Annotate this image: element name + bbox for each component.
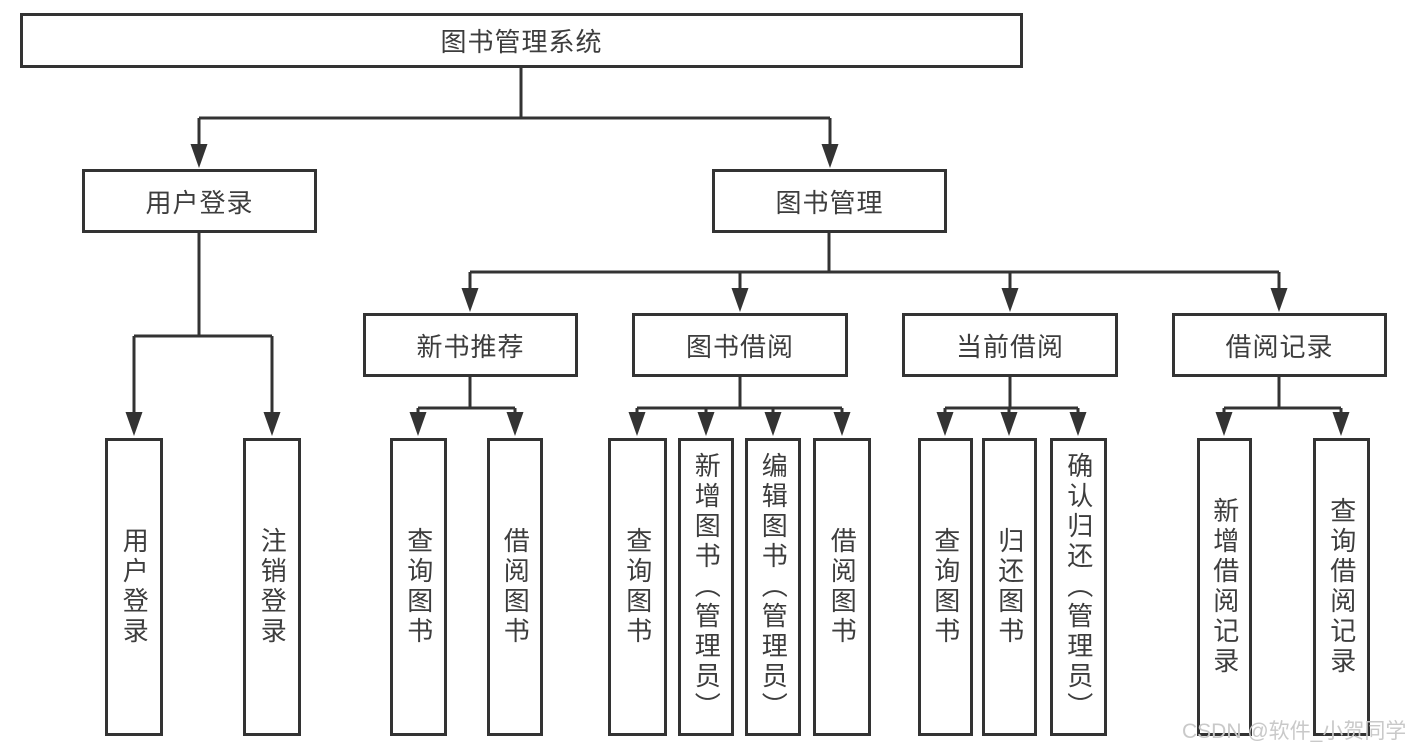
node-label: 查询图书 <box>403 527 434 647</box>
arrowhead <box>1270 288 1288 312</box>
node-label: 当前借阅 <box>955 331 1064 362</box>
node-label: 借阅图书 <box>500 527 531 647</box>
node-label: 确认归还（管理员） <box>1063 452 1094 722</box>
node-label: 用户登录 <box>119 527 150 647</box>
node-label: 图书借阅 <box>685 331 794 362</box>
node-current-borrowing: 当前借阅 <box>902 313 1118 377</box>
arrowhead <box>628 412 646 436</box>
leaf-return-books: 归还图书 <box>982 438 1037 736</box>
arrowhead <box>461 288 479 312</box>
leaf-add-book-admin: 新增图书（管理员） <box>678 438 734 736</box>
connector-rec-to-leaves <box>416 377 517 418</box>
arrowhead <box>263 412 281 436</box>
connector-root-to-level2 <box>197 68 832 150</box>
node-label: 编辑图书（管理员） <box>758 452 789 722</box>
node-label: 图书管理系统 <box>440 27 603 57</box>
connector-login-to-leaves <box>132 233 274 418</box>
arrowhead <box>821 144 839 168</box>
node-label: 查询借阅记录 <box>1326 497 1357 677</box>
node-label: 归还图书 <box>994 527 1025 647</box>
node-label: 图书管理 <box>775 187 884 218</box>
arrowhead <box>764 412 782 436</box>
connector-bor-to-leaves <box>635 377 844 418</box>
node-label: 用户登录 <box>145 187 254 218</box>
arrowhead <box>190 144 208 168</box>
arrowhead <box>833 412 851 436</box>
csdn-watermark: CSDN @软件_小贺同学 <box>1182 720 1405 743</box>
arrowhead <box>1001 288 1019 312</box>
leaf-confirm-return-admin: 确认归还（管理员） <box>1050 438 1107 736</box>
leaf-query-borrow-record: 查询借阅记录 <box>1313 438 1370 736</box>
node-library-system: 图书管理系统 <box>20 13 1023 68</box>
node-book-borrowing: 图书借阅 <box>632 313 848 377</box>
leaf-query-books-current: 查询图书 <box>918 438 973 736</box>
node-user-login: 用户登录 <box>82 169 317 233</box>
arrowhead <box>731 288 749 312</box>
arrowhead <box>697 412 715 436</box>
leaf-user-login: 用户登录 <box>105 438 163 736</box>
arrowhead <box>125 412 143 436</box>
node-label: 借阅记录 <box>1225 331 1334 362</box>
arrowhead <box>936 412 954 436</box>
leaf-edit-book-admin: 编辑图书（管理员） <box>745 438 801 736</box>
node-label: 注销登录 <box>257 527 288 647</box>
arrowhead <box>506 412 524 436</box>
leaf-borrow-books-recommend: 借阅图书 <box>487 438 543 736</box>
node-label: 借阅图书 <box>827 527 858 647</box>
node-new-book-recommend: 新书推荐 <box>363 313 578 377</box>
leaf-borrow-books-borrowing: 借阅图书 <box>813 438 871 736</box>
node-label: 新增图书（管理员） <box>691 452 722 722</box>
connector-cur-to-leaves <box>943 377 1080 418</box>
arrowhead <box>1000 412 1018 436</box>
arrowhead <box>409 412 427 436</box>
node-book-management: 图书管理 <box>712 169 947 233</box>
leaf-logout: 注销登录 <box>243 438 301 736</box>
arrowhead <box>1069 412 1087 436</box>
connector-mgmt-to-level3 <box>468 233 1281 294</box>
node-label: 新书推荐 <box>416 331 525 362</box>
leaf-add-borrow-record: 新增借阅记录 <box>1197 438 1252 736</box>
arrowhead <box>1332 412 1350 436</box>
node-borrowing-records: 借阅记录 <box>1172 313 1387 377</box>
node-label: 查询图书 <box>930 527 961 647</box>
arrowhead <box>1215 412 1233 436</box>
leaf-query-books-borrowing: 查询图书 <box>608 438 667 736</box>
leaf-query-books-recommend: 查询图书 <box>390 438 447 736</box>
node-label: 查询图书 <box>622 527 653 647</box>
connector-hist-to-leaves <box>1222 377 1343 418</box>
node-label: 新增借阅记录 <box>1209 497 1240 677</box>
